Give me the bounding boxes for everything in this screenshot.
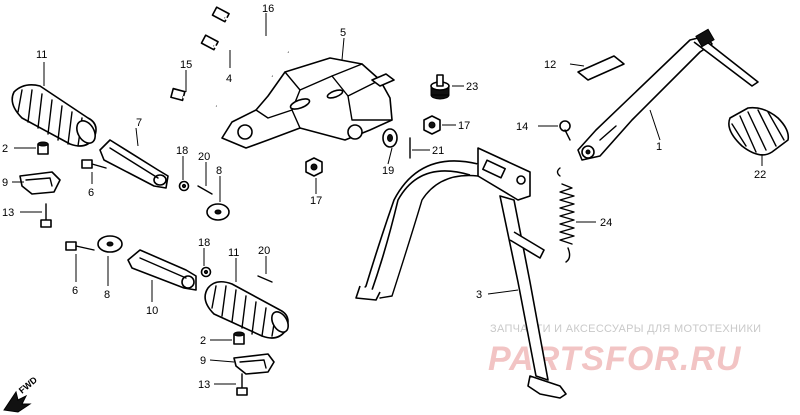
watermark-logo: PARTSFOR.RU — [488, 340, 742, 378]
watermark-tagline: ЗАПЧАСТИ И АКСЕССУАРЫ ДЛЯ МОТОТЕХНИКИ — [490, 323, 761, 335]
part-16-bolt — [211, 6, 289, 54]
callout-7: 7 — [136, 117, 142, 129]
callout-20-lower: 20 — [258, 245, 270, 257]
part-6-bolt-upper — [81, 159, 107, 169]
callout-numbers: 16 5 4 15 23 17 19 21 17 7 18 20 8 11 2 … — [2, 3, 766, 391]
callout-6-lower: 6 — [72, 285, 78, 297]
part-8-washer-lower — [97, 235, 123, 253]
callout-13-lower: 13 — [198, 379, 210, 391]
part-17-nut-upper — [423, 115, 441, 135]
part-11-footpeg-rubber-lower — [204, 280, 289, 339]
part-4-bolt — [200, 34, 273, 78]
callout-9-upper: 9 — [2, 177, 8, 189]
part-7-footpeg-bar — [99, 139, 169, 189]
callout-23: 23 — [466, 81, 478, 93]
callout-16: 16 — [262, 3, 274, 15]
callout-18-upper: 18 — [176, 145, 188, 157]
part-2-collar-upper — [37, 141, 49, 155]
leader-lines — [12, 13, 763, 385]
part-10-footpeg-bar — [127, 249, 197, 291]
part-9-plate-upper — [19, 171, 61, 195]
part-20-pin-upper — [197, 185, 213, 195]
callout-8-upper: 8 — [216, 165, 222, 177]
callout-20-upper: 20 — [198, 151, 210, 163]
fwd-label: FWD — [17, 374, 40, 395]
part-1-kick-arm — [577, 28, 759, 161]
callout-8-lower: 8 — [104, 289, 110, 301]
part-6-bolt-lower — [65, 241, 95, 251]
part-22-kick-rubber — [728, 106, 790, 156]
part-20-pin-lower — [257, 275, 273, 283]
part-12-label — [577, 55, 625, 81]
callout-1: 1 — [656, 141, 662, 153]
callout-11-lower: 11 — [228, 247, 239, 259]
callout-5: 5 — [340, 27, 346, 39]
callout-2-upper: 2 — [2, 143, 8, 155]
part-2-collar-lower — [233, 331, 245, 345]
part-9-plate-lower — [233, 353, 275, 375]
callout-3: 3 — [476, 289, 482, 301]
callout-22: 22 — [754, 169, 766, 181]
part-11-footpeg-rubber-upper — [11, 84, 97, 147]
part-14-bolt — [559, 120, 571, 141]
callout-17-lower: 17 — [310, 195, 322, 207]
callout-2-lower: 2 — [200, 335, 206, 347]
callout-21: 21 — [432, 145, 444, 157]
part-13-bolt-upper — [40, 203, 52, 228]
part-8-washer-upper — [206, 203, 230, 221]
callout-11-upper: 11 — [36, 49, 47, 61]
part-17-nut-lower — [305, 157, 323, 177]
callout-18-lower: 18 — [198, 237, 210, 249]
part-24-spring — [556, 167, 575, 263]
callout-24: 24 — [600, 217, 612, 229]
part-18-ball-upper — [178, 180, 190, 192]
callout-10: 10 — [146, 305, 158, 317]
fwd-arrow: FWD — [3, 374, 40, 413]
callout-15: 15 — [180, 59, 192, 71]
callout-13-upper: 13 — [2, 207, 14, 219]
part-3-main-stand — [355, 147, 567, 399]
callout-12: 12 — [544, 59, 556, 71]
part-19-washer — [382, 128, 398, 148]
callout-17-upper: 17 — [458, 120, 470, 132]
part-15-bolt — [170, 87, 217, 108]
callout-19: 19 — [382, 165, 394, 177]
arrow-icon — [3, 390, 32, 413]
callout-14: 14 — [516, 121, 528, 133]
part-18-ball-lower — [200, 266, 212, 278]
callout-9-lower: 9 — [200, 355, 206, 367]
part-23-stopper — [430, 74, 450, 100]
callout-4: 4 — [226, 73, 232, 85]
part-13-bolt-lower — [236, 373, 248, 396]
part-5-bracket — [221, 57, 395, 149]
callout-6-upper: 6 — [88, 187, 94, 199]
